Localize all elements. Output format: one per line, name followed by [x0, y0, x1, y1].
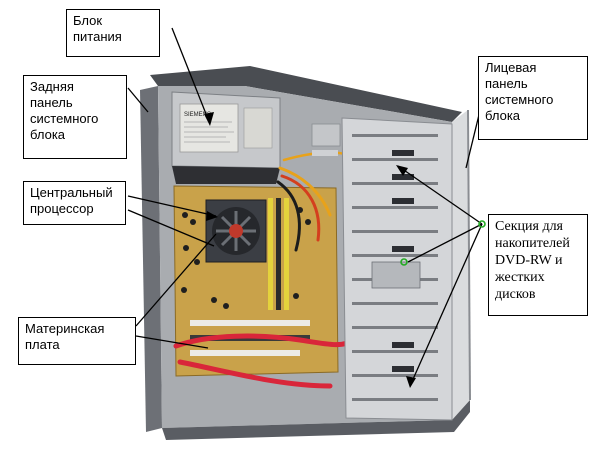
- label-front-panel: Лицевая панель системного блока: [478, 56, 588, 140]
- leader-drives-1: [397, 165, 483, 225]
- case-bottom: [162, 400, 470, 440]
- leader-cpu-1: [127, 195, 217, 217]
- arrowhead-cpu: [206, 211, 218, 221]
- psu-sticker-brand: SIEMENS: [184, 112, 211, 118]
- label-rear-panel: Задняя панель системного блока: [23, 75, 127, 159]
- arrowhead-drives-1: [396, 165, 408, 176]
- label-drive-bays: Секция для накопителей DVD-RW и жестких …: [488, 214, 588, 316]
- case-top: [150, 66, 462, 122]
- marker-dots: [400, 220, 486, 266]
- front-panel: [452, 110, 470, 420]
- drive-bays: [341, 117, 453, 421]
- cpu-cooler: [205, 199, 267, 263]
- leader-motherboard-2: [135, 335, 209, 349]
- leader-drives-3: [409, 223, 483, 387]
- arrowhead-drives-3: [406, 376, 416, 388]
- leader-psu: [171, 27, 211, 125]
- label-motherboard: Материнская плата: [18, 317, 136, 365]
- motherboard-capacitors: [181, 207, 311, 309]
- power-supply-unit: SIEMENS: [171, 91, 281, 184]
- arrowhead-psu: [204, 112, 214, 126]
- rear-panel-side: [140, 86, 162, 432]
- leader-motherboard-1: [135, 233, 217, 327]
- label-cpu: Центральный процессор: [23, 181, 126, 225]
- optical-drive-sled: [311, 123, 341, 156]
- sata-cables: [173, 333, 355, 389]
- leader-cpu-2: [127, 209, 215, 247]
- leader-rear-panel: [127, 87, 149, 113]
- leader-drives-2: [407, 223, 483, 263]
- marker-dot-bay: [400, 258, 408, 266]
- marker-dot-drives: [478, 220, 486, 228]
- ram-slots: [268, 198, 289, 310]
- label-psu: Блок питания: [66, 9, 160, 57]
- arrowheads: [204, 112, 416, 388]
